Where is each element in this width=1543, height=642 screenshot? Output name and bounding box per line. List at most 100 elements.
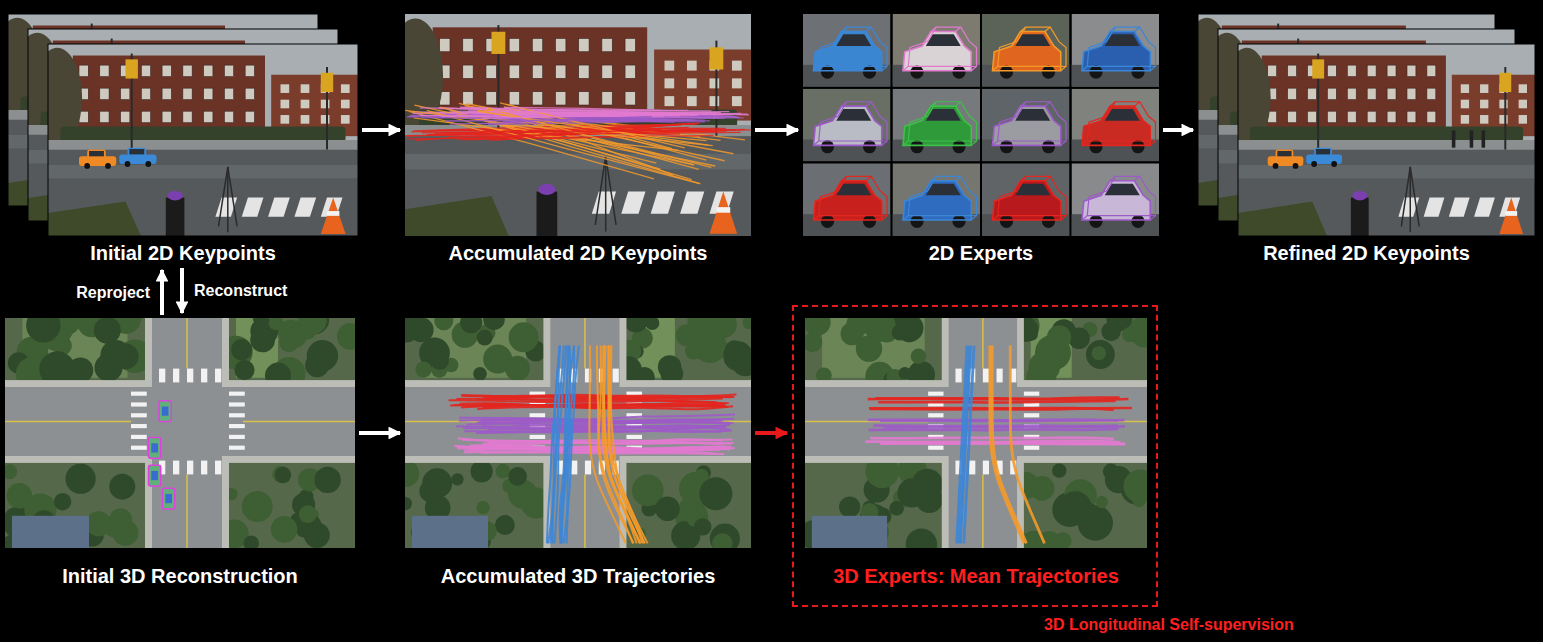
traffic-cone bbox=[321, 198, 346, 234]
window bbox=[281, 100, 290, 109]
window bbox=[687, 96, 697, 106]
window bbox=[1407, 111, 1416, 123]
car-cabin bbox=[1314, 148, 1332, 157]
wheel bbox=[84, 163, 90, 169]
crosswalk-stripe bbox=[131, 402, 147, 406]
wheel bbox=[910, 66, 923, 79]
wireframe-edge bbox=[819, 27, 887, 66]
tree bbox=[710, 524, 740, 548]
wheel bbox=[910, 140, 923, 153]
windows bbox=[79, 65, 350, 124]
window bbox=[1519, 115, 1527, 124]
window bbox=[1327, 88, 1336, 100]
wireframe-edge bbox=[931, 102, 936, 106]
window bbox=[1460, 85, 1468, 94]
car-roof bbox=[165, 494, 172, 503]
tree bbox=[1052, 463, 1066, 477]
wireframe-edge bbox=[819, 176, 887, 215]
wireframe-edge bbox=[814, 141, 819, 145]
cone-stripe bbox=[1505, 211, 1517, 216]
illustration bbox=[805, 318, 1147, 548]
window bbox=[301, 85, 310, 94]
window bbox=[183, 111, 192, 123]
image-panel: Initial 3D Reconstruction bbox=[5, 318, 355, 588]
expert-tile bbox=[803, 89, 891, 162]
window bbox=[1407, 65, 1416, 77]
traffic-light bbox=[709, 47, 723, 69]
pedestrian bbox=[1482, 130, 1486, 147]
windows bbox=[1268, 65, 1527, 124]
trajectory bbox=[871, 408, 1132, 409]
wireframe-edge bbox=[814, 106, 882, 145]
trajectory bbox=[1010, 346, 1044, 544]
crosswalk-stripe bbox=[621, 192, 645, 214]
wireframe-edge bbox=[1110, 176, 1115, 180]
wireframe-edge bbox=[931, 176, 936, 180]
window bbox=[141, 88, 150, 100]
window bbox=[579, 92, 589, 105]
video-frame bbox=[33, 44, 359, 236]
tile-ground bbox=[803, 163, 891, 236]
window bbox=[532, 38, 542, 51]
crosswalk-stripe bbox=[613, 369, 619, 383]
tree bbox=[66, 464, 96, 494]
wireframe-edge bbox=[1045, 102, 1050, 106]
reconstructed-car bbox=[163, 488, 175, 509]
tree bbox=[94, 318, 121, 344]
wireframe-edge bbox=[956, 176, 961, 180]
window bbox=[224, 65, 233, 77]
window bbox=[665, 78, 675, 88]
tripod-leg bbox=[1410, 167, 1419, 227]
hedge bbox=[60, 127, 345, 142]
panel-caption: 3D Experts: Mean Trajectories bbox=[805, 564, 1147, 588]
tree bbox=[5, 464, 17, 479]
tree bbox=[495, 515, 515, 535]
window bbox=[509, 92, 519, 105]
crosswalk-stripe bbox=[928, 392, 943, 396]
cone-stripe bbox=[327, 211, 339, 216]
tree bbox=[305, 353, 329, 377]
window bbox=[579, 65, 589, 78]
sky bbox=[1238, 44, 1535, 236]
trash-bin bbox=[166, 198, 185, 236]
wireframe-edge bbox=[971, 216, 976, 220]
car-silhouette bbox=[903, 106, 971, 145]
trajectory bbox=[878, 401, 1115, 403]
tree bbox=[299, 505, 317, 523]
tree bbox=[275, 467, 291, 483]
car bbox=[1306, 148, 1342, 167]
tree bbox=[1047, 325, 1071, 349]
car-cabin bbox=[1276, 150, 1294, 159]
tripod-leg bbox=[1410, 167, 1412, 232]
wireframe-edge bbox=[1082, 31, 1150, 70]
window bbox=[1347, 111, 1356, 123]
wireframe-edge bbox=[866, 27, 871, 31]
sidewalk bbox=[48, 140, 358, 150]
window bbox=[665, 61, 675, 71]
wheel bbox=[1089, 66, 1102, 79]
window bbox=[1367, 111, 1376, 123]
panel-ground bbox=[803, 14, 1159, 236]
greenery bbox=[805, 318, 1147, 548]
crosswalk-stripe bbox=[955, 369, 961, 383]
window bbox=[556, 65, 566, 78]
window bbox=[602, 65, 612, 78]
illustration bbox=[1198, 14, 1535, 236]
window bbox=[1427, 111, 1436, 123]
tree bbox=[839, 496, 860, 517]
sky bbox=[405, 14, 751, 236]
reconstructed-car bbox=[149, 465, 161, 486]
center-line bbox=[186, 474, 188, 548]
expert-tile bbox=[1072, 14, 1160, 87]
car-cabin bbox=[87, 150, 106, 159]
wheel bbox=[145, 161, 151, 167]
wireframe-edge bbox=[1150, 66, 1155, 70]
window bbox=[1327, 65, 1336, 77]
crosswalk-stripe bbox=[1024, 413, 1039, 417]
keypoint-wireframe bbox=[1082, 102, 1156, 146]
keypoint-track bbox=[477, 119, 656, 163]
window bbox=[121, 111, 130, 123]
purple-object bbox=[167, 191, 183, 201]
window bbox=[556, 38, 566, 51]
trajectory bbox=[461, 396, 731, 397]
